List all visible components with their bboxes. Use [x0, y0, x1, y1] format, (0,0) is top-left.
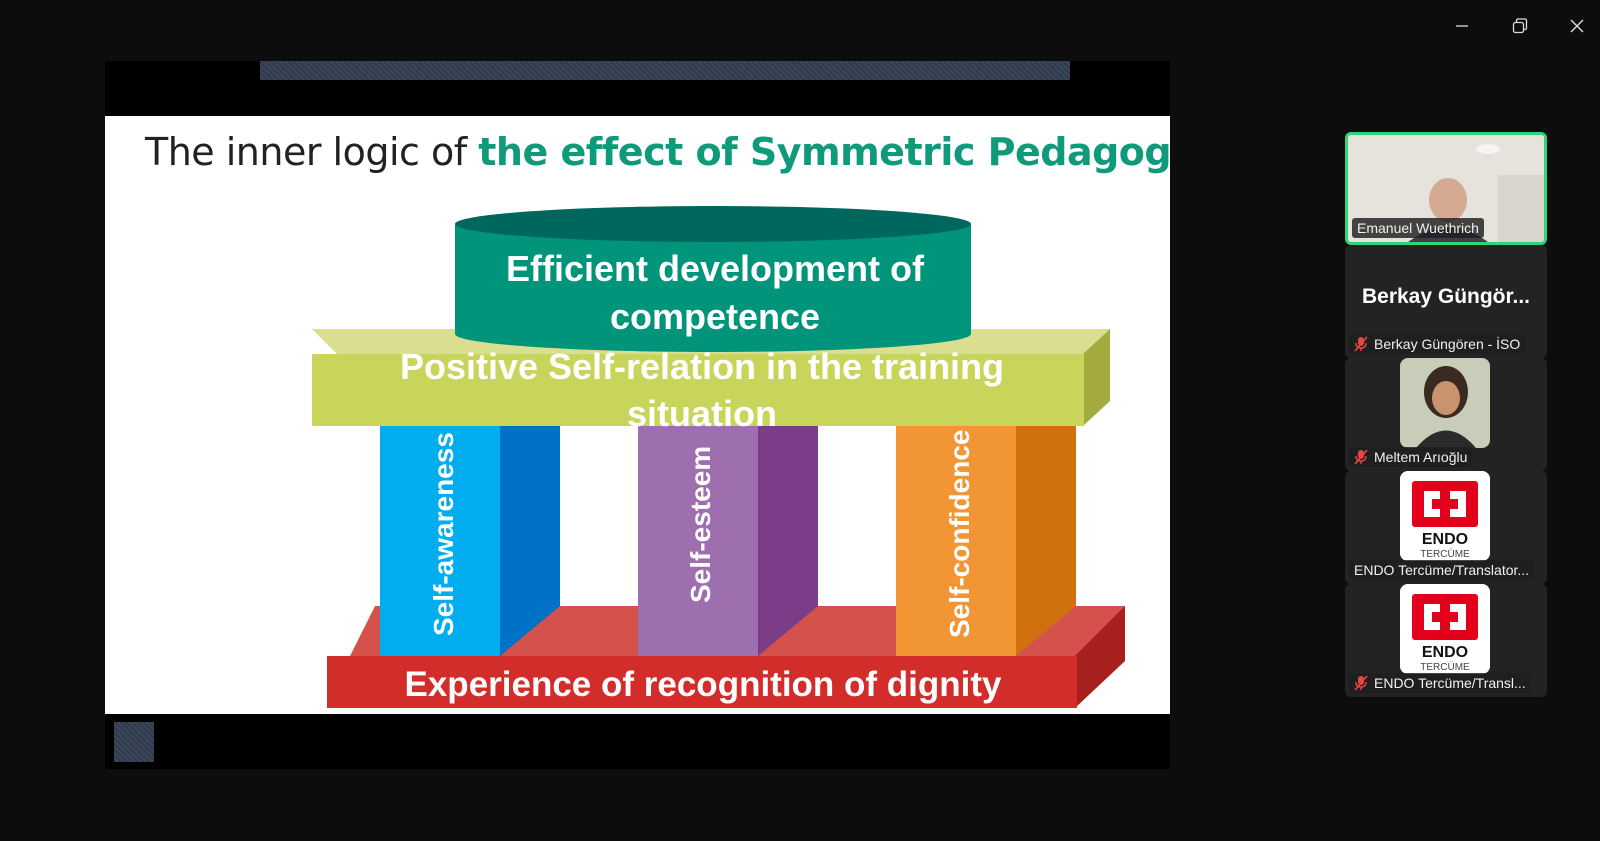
- top-label-line-1: Efficient development of: [506, 248, 925, 289]
- pillar-1-side: [500, 406, 560, 656]
- endo-logo: ENDO TERCÜME: [1400, 584, 1490, 674]
- participant-name: ENDO Tercüme/Translator...: [1354, 562, 1530, 578]
- logo-subtext: TERCÜME: [1420, 548, 1470, 560]
- slide-title-plain: The inner logic of: [145, 130, 479, 174]
- participant-name-chip: ENDO Tercüme/Transl...: [1349, 673, 1531, 693]
- cylinder-top: [455, 206, 971, 242]
- beam-side-face: [1083, 329, 1110, 426]
- base-label: Experience of recognition of dignity: [405, 665, 1003, 704]
- logo-text: ENDO: [1422, 531, 1468, 548]
- participant-name: Meltem Arıoğlu: [1374, 449, 1468, 465]
- pillar-3-label: Self-confidence: [944, 430, 975, 638]
- close-icon: [1570, 19, 1584, 33]
- middle-label-line-2: situation: [627, 393, 777, 434]
- participant-name-chip: ENDO Tercüme/Translator...: [1349, 560, 1535, 580]
- logo-subtext: TERCÜME: [1420, 661, 1470, 673]
- pillar-2-side: [758, 406, 818, 656]
- restore-button[interactable]: [1500, 12, 1540, 40]
- beam-front-face: [312, 354, 1084, 426]
- middle-label-line-1: Positive Self-relation in the training: [400, 346, 1004, 387]
- restore-icon: [1512, 18, 1528, 34]
- participant-tile-1[interactable]: Emanuel Wuethrich: [1345, 132, 1547, 245]
- participant-tile-5[interactable]: ENDO TERCÜME ENDO Tercüme/Transl...: [1345, 584, 1547, 697]
- pillar-2-label: Self-esteem: [685, 446, 716, 603]
- close-button[interactable]: [1557, 12, 1597, 40]
- slide-title-accent: the effect of Symmetric Pedagogy: [478, 130, 1170, 174]
- participant-name: ENDO Tercüme/Transl...: [1374, 675, 1526, 691]
- share-thumbnail[interactable]: [114, 722, 154, 762]
- participant-name-chip: Meltem Arıoğlu: [1349, 447, 1473, 467]
- endo-logo: ENDO TERCÜME: [1400, 471, 1490, 561]
- share-toolbar-placeholder: [260, 61, 1070, 80]
- shared-screen[interactable]: The inner logic of the effect of Symmetr…: [105, 61, 1170, 769]
- slide-title: The inner logic of the effect of Symmetr…: [145, 126, 1170, 178]
- participant-avatar: ENDO TERCÜME: [1400, 584, 1490, 674]
- base-front-face: [327, 656, 1077, 708]
- mic-muted-icon: [1354, 336, 1368, 352]
- mic-muted-icon: [1354, 449, 1368, 465]
- pillar-3-front: [896, 406, 1016, 656]
- avatar-photo: [1400, 358, 1490, 448]
- participant-display-name: Berkay Güngör...: [1361, 285, 1531, 308]
- participant-avatar: ENDO TERCÜME: [1400, 471, 1490, 561]
- pillar-diagram: Experience of recognition of dignity Sel…: [312, 206, 1125, 708]
- pillar-3-side: [1016, 406, 1076, 656]
- mic-muted-icon: [1354, 675, 1368, 691]
- minimize-button[interactable]: [1442, 12, 1482, 40]
- pillar-2-front: [638, 406, 758, 656]
- pillar-1-label: Self-awareness: [428, 432, 459, 636]
- participant-name: Berkay Güngören - İSO: [1374, 336, 1521, 352]
- participant-name-chip: Emanuel Wuethrich: [1352, 218, 1484, 238]
- participant-avatar: [1400, 358, 1490, 448]
- participant-tile-3[interactable]: Meltem Arıoğlu: [1345, 358, 1547, 471]
- participant-tile-4[interactable]: ENDO TERCÜME ENDO Tercüme/Translator...: [1345, 471, 1547, 584]
- base-side-face: [1075, 606, 1125, 708]
- cylinder-bottom: [455, 316, 971, 352]
- participant-name: Emanuel Wuethrich: [1357, 220, 1479, 236]
- minimize-icon: [1456, 25, 1468, 27]
- logo-text: ENDO: [1422, 644, 1468, 661]
- pillar-1-front: [380, 406, 500, 656]
- participant-tile-2[interactable]: Berkay Güngör... Berkay Güngören - İSO: [1345, 245, 1547, 358]
- presentation-slide: The inner logic of the effect of Symmetr…: [105, 116, 1170, 714]
- cylinder-body: [455, 224, 971, 334]
- top-label-line-2: competence: [610, 296, 820, 337]
- participant-name-chip: Berkay Güngören - İSO: [1349, 334, 1526, 354]
